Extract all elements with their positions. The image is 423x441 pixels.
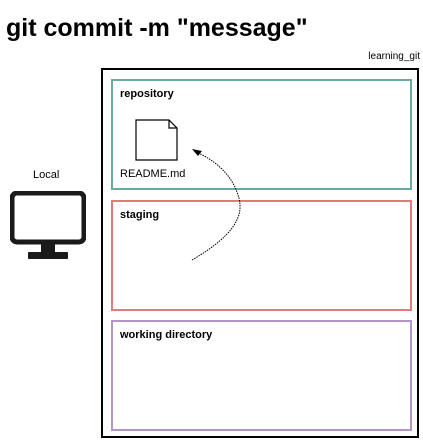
commit-arrow-icon xyxy=(191,149,241,261)
staging-area-label: staging xyxy=(120,209,160,221)
staging-area: staging xyxy=(111,200,412,311)
project-name-label: learning_git xyxy=(368,51,420,62)
repository-area: repository xyxy=(111,79,412,190)
document-icon xyxy=(135,119,178,161)
monitor-icon xyxy=(10,191,86,259)
project-folder-box xyxy=(101,68,419,438)
local-machine-label: Local xyxy=(33,169,60,181)
working-directory-area: working directory xyxy=(111,320,412,431)
file-name-label: README.md xyxy=(120,168,186,180)
repository-area-label: repository xyxy=(120,88,174,100)
page-title: git commit -m "message" xyxy=(6,14,308,42)
working-directory-area-label: working directory xyxy=(120,329,213,341)
